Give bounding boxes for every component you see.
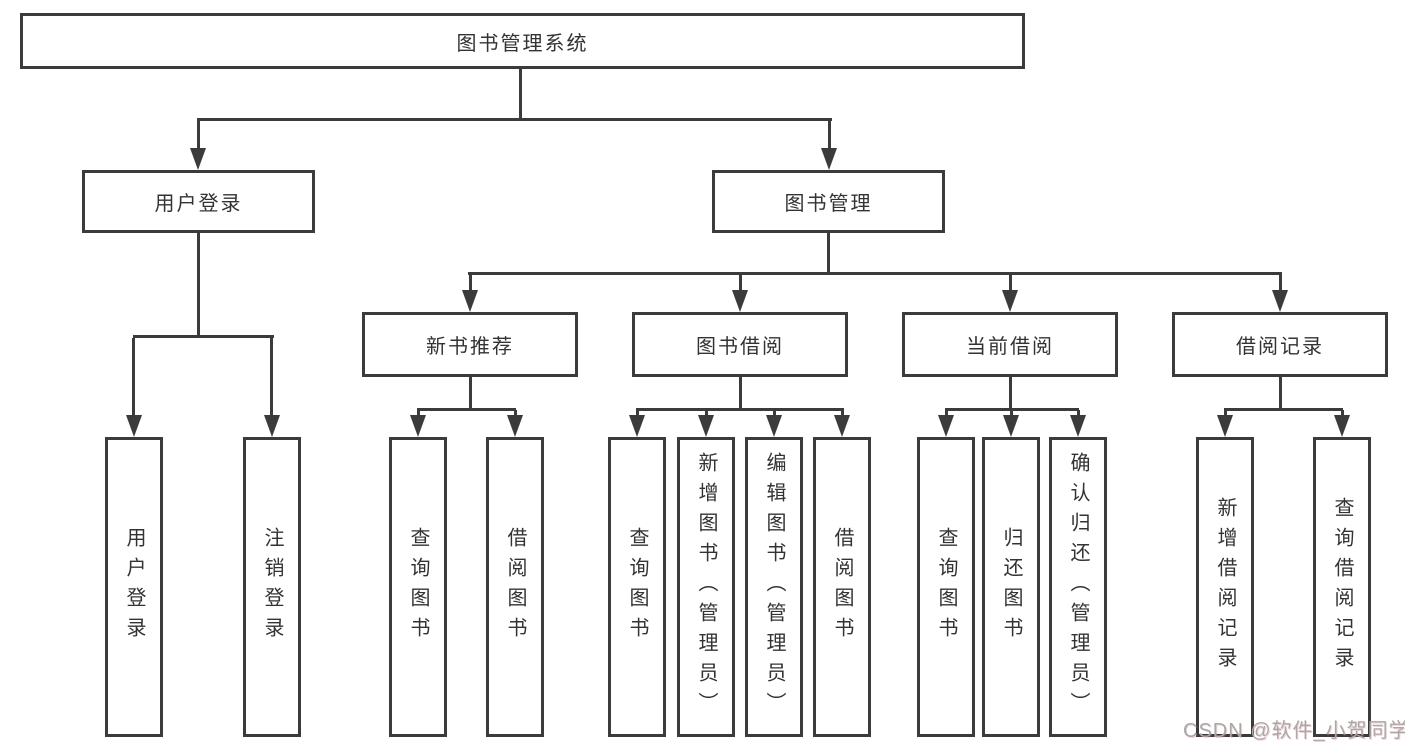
arrow-down-icon	[410, 415, 426, 437]
leaf-label: 确认归还（管理员）	[1067, 452, 1089, 722]
edge-line	[1279, 275, 1282, 292]
edge-line	[132, 338, 135, 417]
edge-line	[1279, 377, 1282, 410]
edge-line	[841, 410, 844, 417]
edge-line	[1009, 377, 1012, 410]
arrow-down-icon	[766, 415, 782, 437]
edge-line	[469, 377, 472, 410]
node-new-book-recommend: 新书推荐	[362, 312, 578, 377]
edge-line	[1224, 410, 1227, 417]
arrow-down-icon	[126, 415, 142, 437]
node-label: 用户登录	[154, 193, 243, 215]
arrow-down-icon	[732, 290, 748, 312]
arrow-down-icon	[1217, 415, 1233, 437]
edge-line	[133, 335, 274, 338]
arrow-down-icon	[1003, 415, 1019, 437]
arrow-down-icon	[1002, 290, 1018, 312]
arrow-down-icon	[938, 415, 954, 437]
node-book-management: 图书管理	[712, 170, 945, 233]
leaf-label: 借阅图书	[504, 527, 526, 647]
edge-line	[739, 275, 742, 292]
edge-line	[636, 408, 844, 411]
edge-line	[270, 338, 273, 417]
edge-line	[1009, 275, 1012, 292]
arrow-down-icon	[629, 415, 645, 437]
arrow-down-icon	[834, 415, 850, 437]
csdn-watermark: CSDN @软件_小贺同学	[1183, 720, 1405, 742]
edge-line	[945, 410, 948, 417]
leaf-user-login: 用户登录	[105, 437, 163, 737]
arrow-down-icon	[1272, 290, 1288, 312]
leaf-query-books-borrow: 查询图书	[608, 437, 666, 737]
leaf-label: 注销登录	[261, 527, 283, 647]
leaf-borrow-books-recommend: 借阅图书	[486, 437, 544, 737]
arrow-down-icon	[821, 148, 837, 170]
edge-line	[197, 121, 200, 150]
edge-line	[468, 272, 1282, 275]
leaf-label: 查询图书	[407, 527, 429, 647]
node-label: 图书管理系统	[456, 32, 589, 55]
node-book-borrow: 图书借阅	[632, 312, 848, 377]
leaf-label: 查询图书	[626, 527, 648, 647]
leaf-add-borrow-record: 新增借阅记录	[1196, 437, 1254, 737]
node-borrow-records: 借阅记录	[1172, 312, 1388, 377]
edge-line	[945, 408, 1079, 411]
node-label: 图书借阅	[696, 336, 784, 358]
leaf-label: 用户登录	[123, 527, 145, 647]
node-user-login: 用户登录	[82, 170, 315, 233]
leaf-add-book-admin: 新增图书（管理员）	[677, 437, 735, 737]
leaf-return-book: 归还图书	[982, 437, 1040, 737]
edge-line	[514, 410, 517, 417]
node-current-borrow: 当前借阅	[902, 312, 1118, 377]
node-label: 借阅记录	[1236, 336, 1324, 358]
arrow-down-icon	[190, 148, 206, 170]
leaf-label: 查询图书	[935, 527, 957, 647]
edge-line	[417, 410, 420, 417]
edge-line	[1077, 410, 1080, 417]
edge-line	[1010, 410, 1013, 417]
leaf-confirm-return-admin: 确认归还（管理员）	[1049, 437, 1107, 737]
edge-line	[636, 410, 639, 417]
edge-line	[739, 377, 742, 410]
edge-line	[469, 275, 472, 292]
edge-line	[773, 410, 776, 417]
edge-line	[1224, 408, 1343, 411]
leaf-logout: 注销登录	[243, 437, 301, 737]
node-label: 新书推荐	[426, 336, 514, 358]
node-book-management-system: 图书管理系统	[20, 13, 1025, 69]
leaf-query-books-current: 查询图书	[917, 437, 975, 737]
edge-line	[705, 410, 708, 417]
leaf-borrow-books: 借阅图书	[813, 437, 871, 737]
leaf-label: 新增借阅记录	[1214, 497, 1236, 677]
leaf-query-books-recommend: 查询图书	[389, 437, 447, 737]
leaf-label: 归还图书	[1000, 527, 1022, 647]
edge-line	[828, 121, 831, 150]
leaf-query-borrow-record: 查询借阅记录	[1313, 437, 1371, 737]
arrow-down-icon	[264, 415, 280, 437]
leaf-edit-book-admin: 编辑图书（管理员）	[745, 437, 803, 737]
arrow-down-icon	[507, 415, 523, 437]
edge-line	[417, 408, 516, 411]
edge-line	[827, 233, 830, 274]
leaf-label: 借阅图书	[831, 527, 853, 647]
arrow-down-icon	[1070, 415, 1086, 437]
arrow-down-icon	[698, 415, 714, 437]
node-label: 图书管理	[784, 193, 873, 215]
edge-line	[197, 233, 200, 337]
arrow-down-icon	[1334, 415, 1350, 437]
leaf-label: 查询借阅记录	[1331, 497, 1353, 677]
edge-line	[519, 69, 522, 120]
arrow-down-icon	[462, 290, 478, 312]
node-label: 当前借阅	[966, 336, 1054, 358]
leaf-label: 编辑图书（管理员）	[763, 452, 785, 722]
edge-line	[197, 118, 832, 121]
leaf-label: 新增图书（管理员）	[695, 452, 717, 722]
edge-line	[1341, 410, 1344, 417]
